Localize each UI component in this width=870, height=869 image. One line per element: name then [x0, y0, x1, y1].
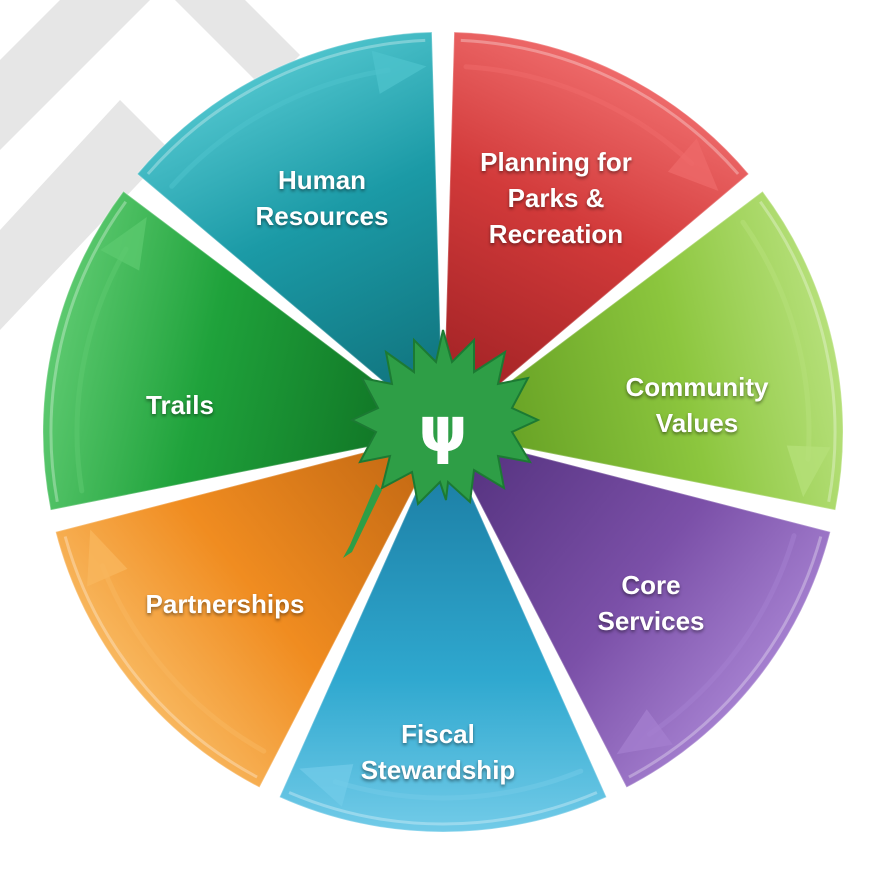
arrowhead-icon [371, 50, 427, 94]
arrowhead-icon [786, 445, 831, 498]
segments-layer [42, 31, 844, 833]
watermark-shape [0, 0, 150, 150]
segment-arrow-band [740, 219, 812, 462]
segment-fiscal-stewardship [278, 445, 608, 833]
segment-wedge [454, 190, 844, 511]
arrowhead-icon [667, 138, 719, 192]
segment-arrow-band [332, 768, 584, 801]
segment-highlight [759, 200, 837, 503]
segment-highlight [288, 791, 598, 826]
leaf-stem [343, 484, 382, 558]
segment-arrow-band [74, 246, 129, 494]
maple-leaf-icon [349, 329, 541, 507]
center-logo [343, 329, 541, 558]
segment-planning [442, 31, 750, 423]
segment-highlight [63, 536, 258, 779]
segment-highlight [49, 200, 127, 503]
segment-wedge [278, 445, 608, 833]
background-watermark [0, 0, 300, 330]
arrowhead-icon [87, 529, 128, 587]
segment-highlight [628, 536, 823, 779]
segment-trails [42, 190, 432, 511]
segment-highlight [146, 38, 426, 175]
watermark-shape [175, 0, 300, 90]
segment-wedge [442, 31, 750, 423]
segment-arrow-band [646, 533, 797, 737]
segment-highlight [460, 38, 740, 175]
arrowhead-icon [616, 709, 673, 755]
segment-human-resources [136, 31, 444, 423]
segment-arrow-band [463, 64, 695, 167]
segment-arrow-band [169, 67, 391, 189]
segment-community-values [454, 190, 844, 511]
segment-wedge [136, 31, 444, 423]
segment-partnerships [54, 435, 437, 789]
arrowhead-icon [299, 764, 354, 807]
arrowhead-icon [100, 217, 147, 271]
segment-arrow-band [99, 563, 267, 754]
segment-wedge [54, 435, 437, 789]
segment-wedge [42, 190, 432, 511]
segment-core-services [449, 435, 832, 789]
segment-wedge [449, 435, 832, 789]
watermark-shape [0, 100, 170, 330]
